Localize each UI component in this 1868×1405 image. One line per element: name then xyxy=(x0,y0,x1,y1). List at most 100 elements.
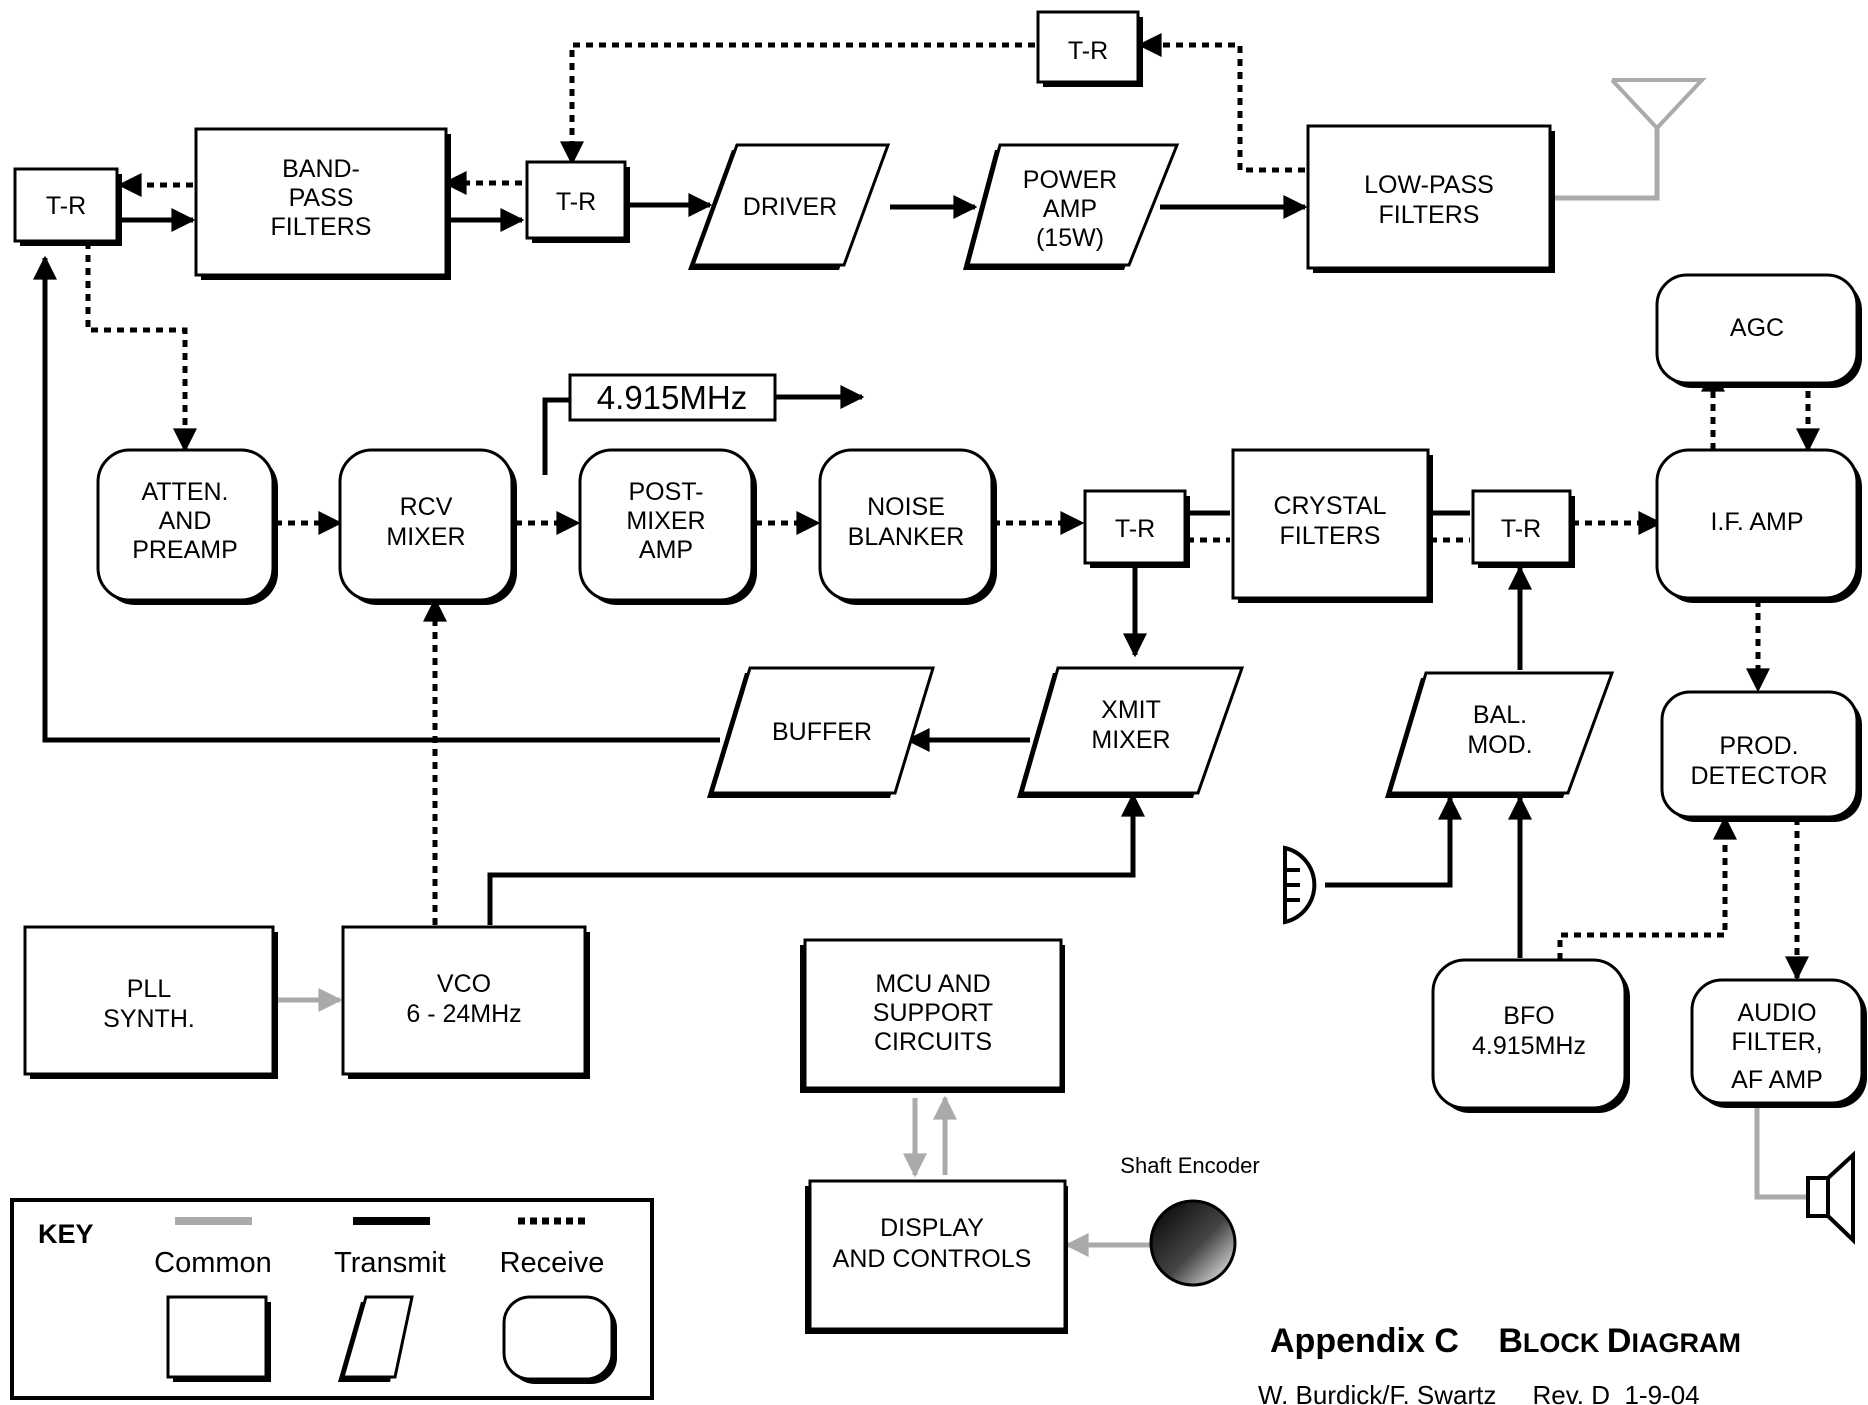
speaker-icon xyxy=(1806,1150,1855,1245)
pll-label-2: SYNTH. xyxy=(103,1005,195,1033)
driver-label: DRIVER xyxy=(743,193,837,221)
key-receive-shape xyxy=(502,1295,614,1381)
bpf-label-2: PASS xyxy=(289,184,354,212)
agc-label: AGC xyxy=(1730,314,1784,342)
post-mixer-label-1: POST- xyxy=(628,478,703,506)
vco-label-2: 6 - 24MHz xyxy=(406,1000,521,1028)
footer-credit: W. Burdick/F. Swartz Rev. D 1-9-04 xyxy=(1258,1380,1700,1405)
audio-block: AUDIO FILTER, AF AMP xyxy=(1690,978,1867,1108)
pa-label-3: (15W) xyxy=(1036,224,1104,252)
tr-left-block: T-R xyxy=(13,167,122,246)
tr-top-block: T-R xyxy=(1036,10,1143,87)
key-title: KEY xyxy=(38,1219,94,1249)
tr-left-label: T-R xyxy=(46,192,86,220)
common-audio-to-speaker xyxy=(1754,1103,1808,1200)
footer-title-b2: D xyxy=(1607,1322,1632,1360)
post-mixer-label-3: AMP xyxy=(639,536,693,564)
audio-label-2: FILTER, xyxy=(1731,1028,1822,1056)
power-amp-block: POWER AMP (15W) xyxy=(963,143,1180,270)
lpf-block: LOW-PASS FILTERS xyxy=(1306,124,1555,273)
audio-label-3: AF AMP xyxy=(1731,1066,1823,1094)
rx-lpf-to-trtop xyxy=(1137,33,1305,173)
xmit-mixer-block: XMIT MIXER xyxy=(1017,666,1245,798)
pa-label-2: AMP xyxy=(1043,195,1097,223)
nb-label-2: BLANKER xyxy=(848,523,965,551)
post-mixer-block: POST- MIXER AMP xyxy=(578,448,757,605)
nb-label-1: NOISE xyxy=(867,493,945,521)
display-block: DISPLAY AND CONTROLS xyxy=(805,1179,1068,1334)
lpf-label-2: FILTERS xyxy=(1379,201,1480,229)
crystal-label-2: FILTERS xyxy=(1280,522,1381,550)
atten-block: ATTEN. AND PREAMP xyxy=(96,448,278,605)
microphone-icon xyxy=(1283,845,1317,925)
tx-mic-to-balmod xyxy=(1325,795,1462,888)
key-common-label: Common xyxy=(154,1247,272,1279)
buffer-label: BUFFER xyxy=(772,718,872,746)
footer: Appendix C BLOCK DIAGRAM W. Burdick/F. S… xyxy=(1258,1322,1741,1405)
prod-label-2: DETECTOR xyxy=(1690,762,1827,790)
bfo-label-2: 4.915MHz xyxy=(1472,1032,1586,1060)
agc-block: AGC xyxy=(1655,273,1862,388)
tr-top-label: T-R xyxy=(1068,37,1108,65)
tr-crystal-in-label: T-R xyxy=(1115,515,1155,543)
bal-mod-label-2: MOD. xyxy=(1467,731,1532,759)
if-output-box: 4.915MHz xyxy=(568,373,777,422)
atten-label-2: AND xyxy=(159,507,212,535)
vco-block: VCO 6 - 24MHz xyxy=(341,925,590,1079)
display-label-1: DISPLAY xyxy=(880,1214,984,1242)
tr-crystal-in-block: T-R xyxy=(1083,489,1190,568)
rx-bfo-to-prod xyxy=(1557,815,1737,960)
shaft-encoder-label: Shaft Encoder xyxy=(1120,1153,1259,1178)
rcv-mixer-label-1: RCV xyxy=(400,493,453,521)
antenna-icon xyxy=(1610,78,1707,131)
shaft-encoder: Shaft Encoder xyxy=(1120,1153,1260,1287)
key-transmit-label: Transmit xyxy=(334,1247,446,1279)
rcv-mixer-block: RCV MIXER xyxy=(338,448,517,605)
mcu-label-2: SUPPORT xyxy=(873,999,993,1027)
footer-title-prefix: Appendix C xyxy=(1270,1322,1459,1360)
pll-block: PLL SYNTH. xyxy=(23,925,278,1079)
atten-label-3: PREAMP xyxy=(132,536,238,564)
driver-block: DRIVER xyxy=(688,143,891,270)
common-lpf-to-antenna xyxy=(1550,128,1660,201)
xmit-mixer-label-2: MIXER xyxy=(1091,726,1170,754)
tx-postmixer-tap xyxy=(542,397,570,475)
if-amp-block: I.F. AMP xyxy=(1655,448,1862,603)
mcu-label-3: CIRCUITS xyxy=(874,1028,992,1056)
mcu-label-1: MCU AND xyxy=(875,970,990,998)
if-amp-label: I.F. AMP xyxy=(1710,508,1803,536)
crystal-label-1: CRYSTAL xyxy=(1273,492,1386,520)
tr-crystal-out-label: T-R xyxy=(1501,515,1541,543)
prod-detector-block: PROD. DETECTOR xyxy=(1660,690,1862,822)
lpf-label-1: LOW-PASS xyxy=(1364,171,1494,199)
footer-title: Appendix C BLOCK DIAGRAM xyxy=(1270,1322,1741,1360)
bfo-label-1: BFO xyxy=(1503,1002,1554,1030)
pll-label-1: PLL xyxy=(127,975,172,1003)
audio-label-1: AUDIO xyxy=(1737,999,1816,1027)
bal-mod-block: BAL. MOD. xyxy=(1385,671,1615,798)
bpf-block: BAND- PASS FILTERS xyxy=(194,127,451,280)
xmit-mixer-label-1: XMIT xyxy=(1101,696,1161,724)
tx-buffer-to-trleft xyxy=(33,255,720,743)
legend-key: KEY Common Transmit Receive xyxy=(10,1198,654,1400)
crystal-filters-block: CRYSTAL FILTERS xyxy=(1231,448,1433,603)
key-transmit-shape xyxy=(341,1295,414,1379)
bpf-label-1: BAND- xyxy=(282,155,360,183)
key-common-shape xyxy=(166,1295,268,1379)
noise-blanker-block: NOISE BLANKER xyxy=(818,448,997,605)
buffer-block: BUFFER xyxy=(707,666,936,798)
mcu-block: MCU AND SUPPORT CIRCUITS xyxy=(800,938,1065,1093)
shaft-encoder-knob-icon xyxy=(1149,1199,1237,1287)
bfo-block: BFO 4.915MHz xyxy=(1431,958,1630,1113)
footer-title-b1: B xyxy=(1498,1322,1523,1360)
rcv-mixer-label-2: MIXER xyxy=(386,523,465,551)
tx-vco-to-xmitmixer xyxy=(487,792,1145,925)
footer-title-r1: LOCK xyxy=(1523,1328,1607,1358)
post-mixer-label-2: MIXER xyxy=(626,507,705,535)
vco-label-1: VCO xyxy=(437,970,491,998)
tr-mid-label: T-R xyxy=(556,188,596,216)
display-label-2: AND CONTROLS xyxy=(833,1245,1032,1273)
key-receive-label: Receive xyxy=(500,1247,605,1279)
bal-mod-label-1: BAL. xyxy=(1473,701,1527,729)
